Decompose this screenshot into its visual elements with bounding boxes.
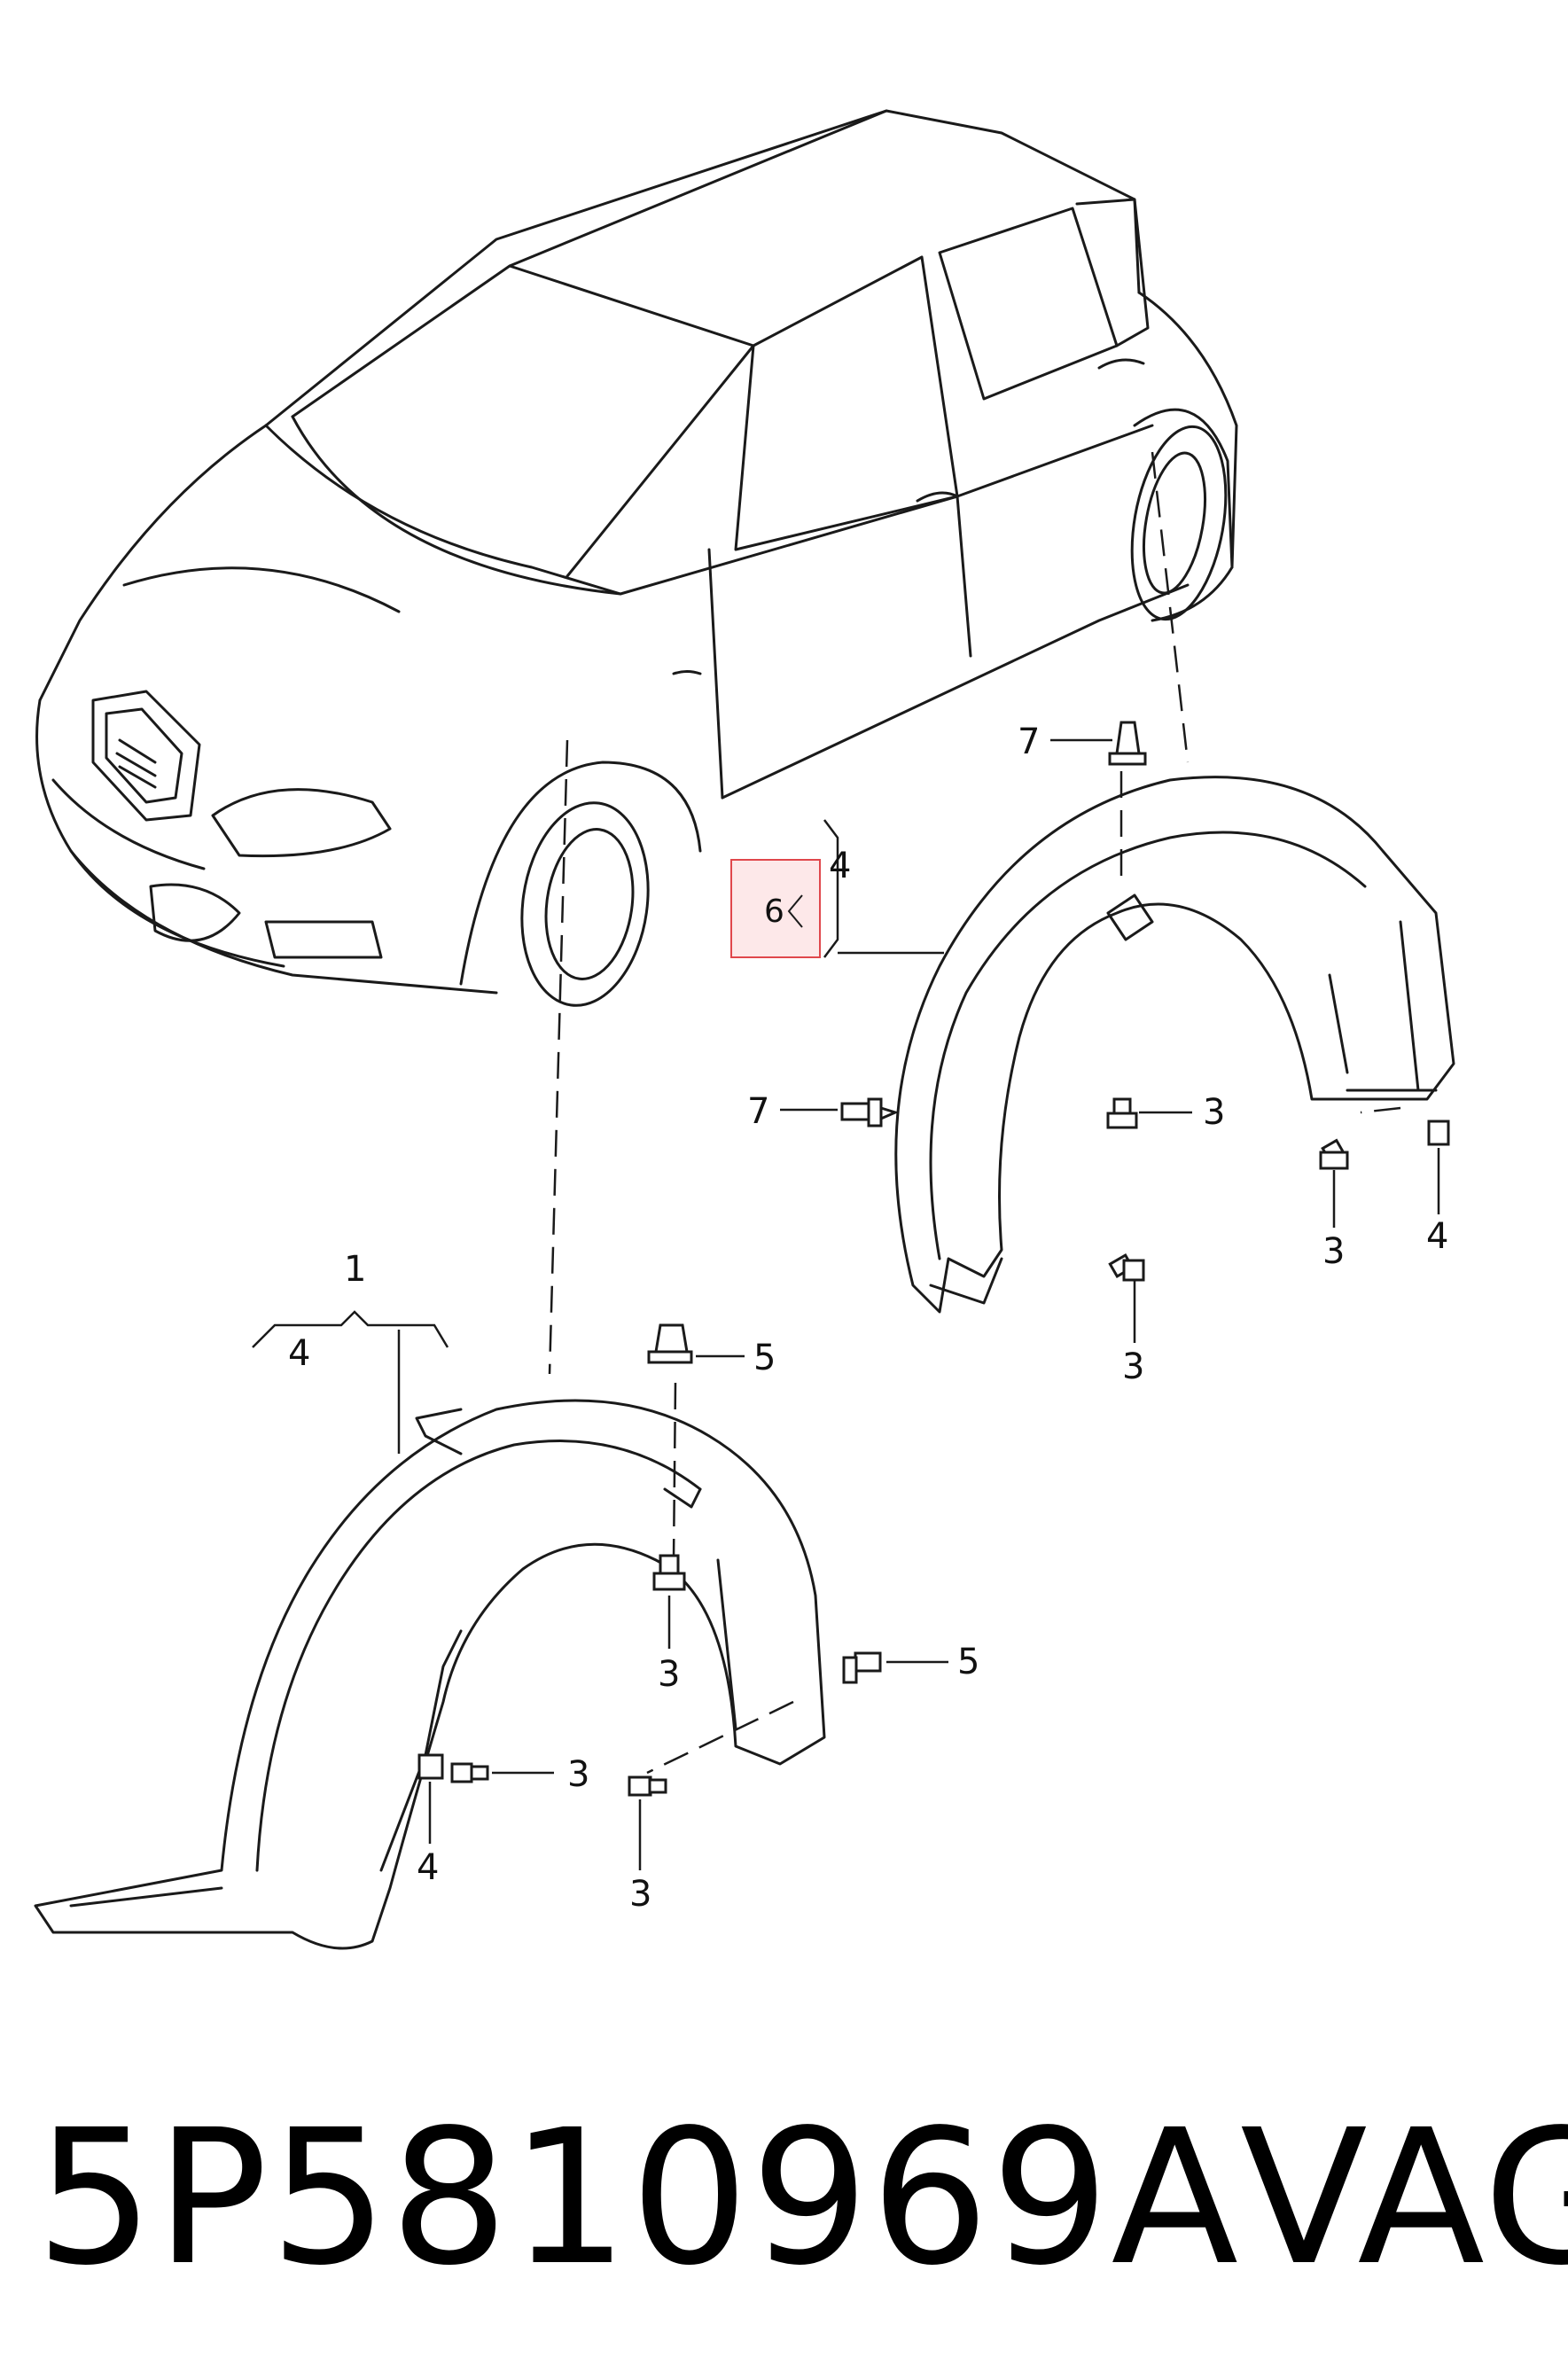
nut-icon — [1427, 1120, 1450, 1146]
exploded-parts-diagram: 7 4 6 7 3 3 4 3 1 4 5 3 5 3 4 3 — [34, 109, 1455, 1950]
footer-caption: 5P5810969A VAG — [35, 2089, 1568, 2306]
callout-4: 4 — [288, 1333, 310, 1374]
callout-3: 3 — [567, 1754, 589, 1795]
callout-7: 7 — [1018, 722, 1040, 762]
screw-icon — [450, 1762, 489, 1783]
callout-labels: 7 4 6 7 3 3 4 3 1 4 5 3 5 3 4 3 — [288, 722, 1448, 1915]
screw-icon — [1106, 1097, 1138, 1129]
callout-3: 3 — [1322, 1231, 1345, 1272]
callout-leader-lines — [252, 738, 1440, 1870]
highlight-box — [730, 859, 821, 958]
highlight-chevron — [787, 894, 803, 928]
callout-1: 1 — [344, 1249, 366, 1290]
expanding-clip-icon — [840, 1097, 900, 1128]
rear-wheel-housing-liner — [894, 776, 1455, 1314]
expanding-clip-icon — [1108, 721, 1147, 766]
callout-5: 5 — [753, 1338, 776, 1378]
screw-icon — [1108, 1253, 1145, 1282]
callout-3: 3 — [1203, 1092, 1225, 1133]
callout-3: 3 — [1122, 1346, 1144, 1387]
push-clip-icon — [842, 1651, 882, 1684]
callout-7: 7 — [747, 1091, 769, 1132]
fasteners — [417, 721, 1450, 1797]
callout-3: 3 — [629, 1874, 651, 1915]
push-clip-icon — [647, 1323, 693, 1364]
dashed-leader-lines — [548, 451, 1401, 1775]
callout-4: 4 — [829, 846, 851, 886]
screw-icon — [1319, 1138, 1349, 1170]
screw-icon — [628, 1775, 667, 1797]
nut-icon — [417, 1753, 444, 1780]
callout-4: 4 — [417, 1847, 439, 1888]
car-illustration — [35, 109, 1238, 1007]
brand-label: VAG — [1240, 2089, 1568, 2306]
callout-4: 4 — [1426, 1216, 1448, 1257]
part-number: 5P5810969A — [35, 2089, 1241, 2306]
front-wheel-housing-liner — [34, 1399, 826, 1950]
screw-icon — [652, 1554, 686, 1591]
callout-5: 5 — [957, 1642, 979, 1682]
callout-6: 6 — [764, 893, 784, 930]
callout-3: 3 — [658, 1654, 680, 1695]
